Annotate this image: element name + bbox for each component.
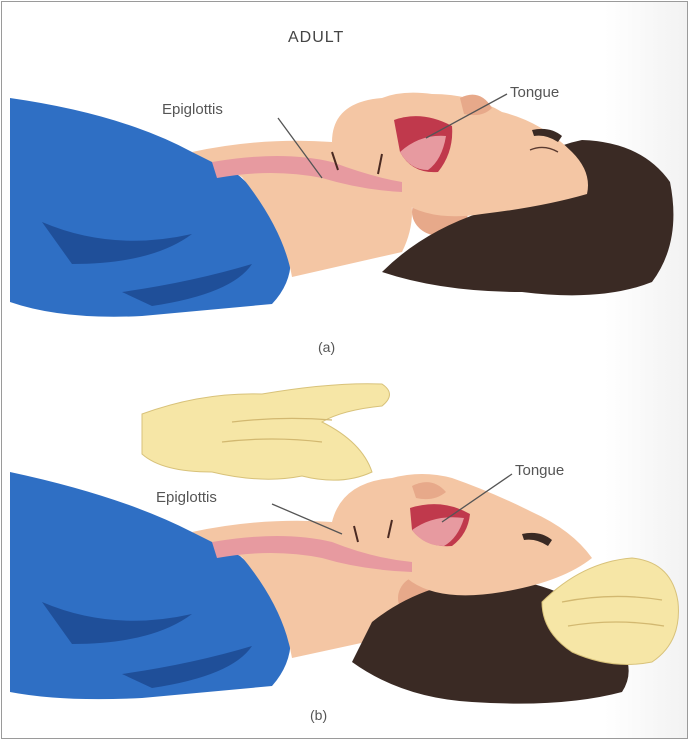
tongue-label: Tongue bbox=[510, 84, 559, 101]
panel-a: Epiglottis Tongue (a) bbox=[10, 84, 673, 355]
panel-b-caption: (b) bbox=[310, 707, 327, 723]
panel-b: Epiglottis Tongue (b) bbox=[10, 384, 678, 723]
shirt-shape bbox=[10, 98, 291, 317]
shirt-shape bbox=[10, 472, 291, 699]
epiglottis-label: Epiglottis bbox=[162, 101, 223, 118]
figure-title: ADULT bbox=[288, 29, 344, 46]
panel-a-caption: (a) bbox=[318, 339, 335, 355]
epiglottis-label: Epiglottis bbox=[156, 489, 217, 506]
upper-hand-shape bbox=[142, 384, 390, 480]
tongue-label: Tongue bbox=[515, 462, 564, 479]
